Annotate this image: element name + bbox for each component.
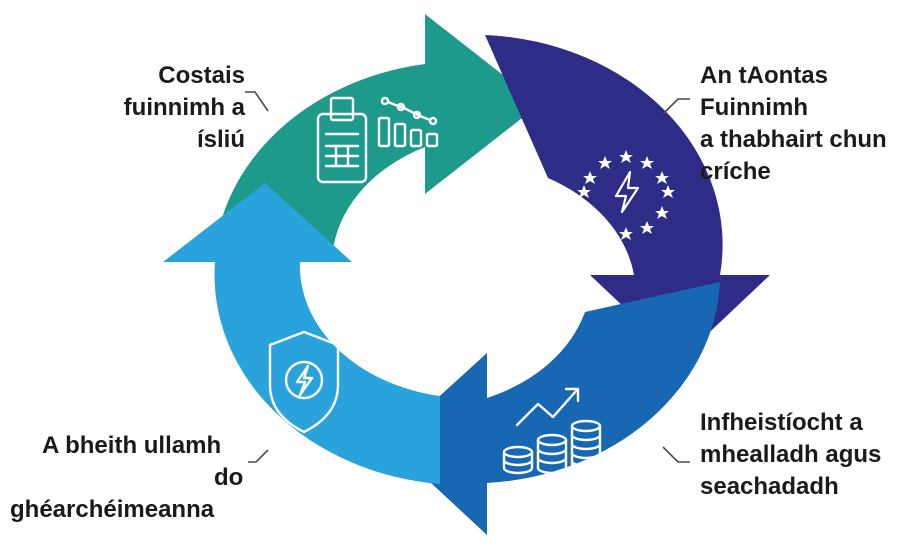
label-line: a thabhairt chun xyxy=(700,126,887,153)
label-bottom-left: A bheith ullamh do ghéarchéimeanna xyxy=(10,430,244,526)
label-line: mhealladh agus xyxy=(700,441,882,468)
label-line: Costais xyxy=(158,62,245,89)
calculator-and-falling-bar-chart-icon xyxy=(316,96,439,184)
label-line: críche xyxy=(700,158,771,185)
label-top-left: Costais fuinnimh a ísliú xyxy=(124,60,245,156)
label-line: ísliú xyxy=(196,126,245,153)
segment-top-left xyxy=(214,14,540,262)
label-line: seachadadh xyxy=(700,473,839,500)
label-line: An tAontas xyxy=(700,62,828,89)
label-bottom-right: Infheistíocht a mhealladh agus seachadad… xyxy=(700,407,881,503)
label-line: ghéarchéimeanna xyxy=(10,496,215,523)
connector-top-left xyxy=(245,91,269,112)
connector-lines xyxy=(245,91,690,463)
shield-lightning-icon xyxy=(268,330,340,434)
segment-bottom-right xyxy=(388,282,720,535)
label-top-right: An tAontas Fuinnimh a thabhairt chun crí… xyxy=(700,60,887,188)
label-line: do xyxy=(214,464,244,491)
segment-top-right xyxy=(485,35,770,360)
coins-rising-trend-icon xyxy=(502,387,602,475)
label-line: fuinnimh a xyxy=(123,94,245,121)
connector-bottom-left xyxy=(248,449,269,463)
connector-top-right xyxy=(662,98,690,115)
label-line: Fuinnimh xyxy=(700,94,808,121)
eu-stars-lightning-icon xyxy=(577,150,675,240)
connector-bottom-right xyxy=(662,446,690,463)
label-line: Infheistíocht a xyxy=(700,409,863,436)
label-line: A bheith ullamh xyxy=(42,432,222,459)
